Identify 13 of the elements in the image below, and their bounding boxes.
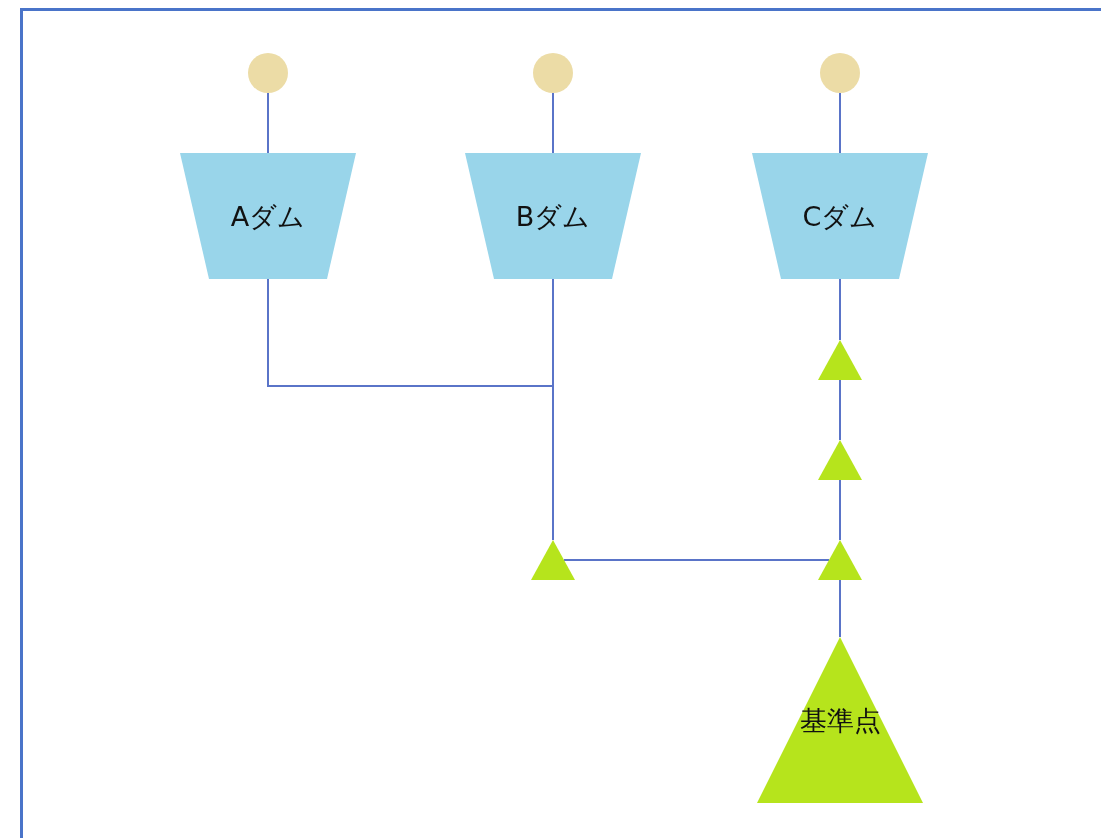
- connector-line: [839, 579, 841, 638]
- benchmark-label: 基準点: [798, 704, 882, 738]
- connector-line: [552, 92, 554, 154]
- connector-line: [839, 278, 841, 341]
- dam-label: Aダム: [229, 200, 307, 234]
- connector-line: [267, 92, 269, 154]
- connector-line: [839, 479, 841, 541]
- connector-line: [839, 92, 841, 154]
- connector-line: [839, 379, 841, 441]
- connector-line: [563, 559, 830, 561]
- connector-line: [552, 278, 554, 541]
- dam-label: Cダム: [801, 200, 879, 234]
- dam-label: Bダム: [514, 200, 592, 234]
